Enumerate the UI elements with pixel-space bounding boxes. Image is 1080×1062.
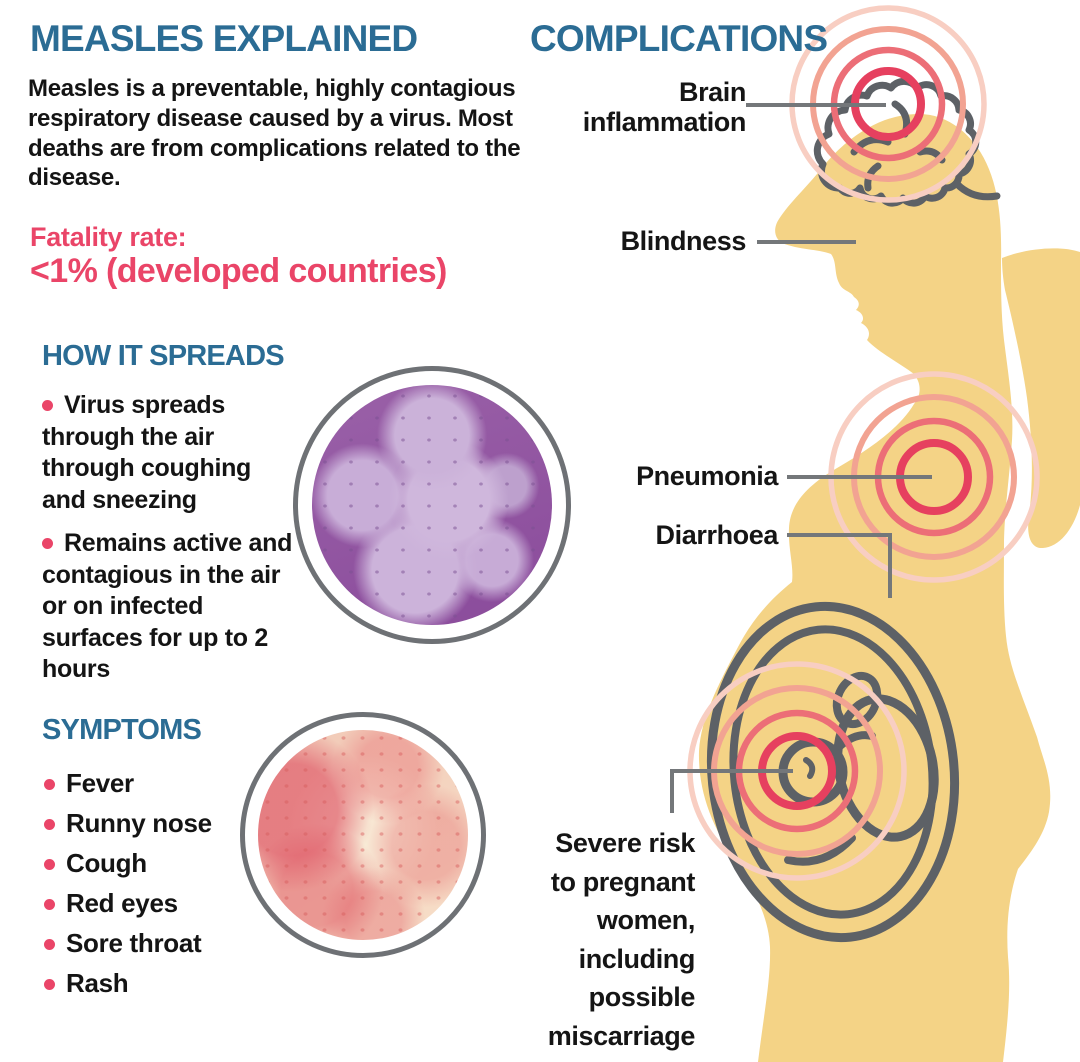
bullet-dot-icon [42, 400, 53, 411]
leader-lines [670, 103, 932, 813]
symptom-item: Cough [44, 850, 212, 876]
bullet-dot-icon [44, 859, 55, 870]
arm-silhouette [1002, 248, 1080, 549]
bullet-dot-icon [44, 899, 55, 910]
label-pneumonia: Pneumonia [636, 461, 778, 491]
bullet-dot-icon [42, 538, 53, 549]
page-title: MEASLES EXPLAINED [30, 18, 418, 59]
symptom-item: Sore throat [44, 930, 212, 956]
bullet-dot-icon [44, 779, 55, 790]
label-diarrhoea: Diarrhoea [655, 520, 779, 550]
fatality-rate-label: Fatality rate: [30, 222, 187, 252]
leader-pregnancy [670, 769, 793, 813]
virus-micrograph-disc [312, 385, 552, 625]
bullet-dot-icon [44, 819, 55, 830]
pregnant-woman-figure [670, 5, 1080, 1062]
complications-heading: COMPLICATIONS [530, 18, 828, 59]
label-blindness: Blindness [620, 226, 747, 256]
rash-photo-image [240, 712, 486, 958]
symptom-item: Rash [44, 970, 212, 996]
how-it-spreads-heading: HOW IT SPREADS [42, 340, 285, 372]
label-brain-inflammation: Brain inflammation [582, 77, 747, 138]
fatality-rate-value: <1% (developed countries) [30, 252, 447, 290]
symptoms-heading: SYMPTOMS [42, 714, 202, 746]
intro-paragraph: Measles is a preventable, highly contagi… [28, 75, 521, 192]
rash-photo-disc [258, 730, 468, 940]
bullet-dot-icon [44, 979, 55, 990]
leader-diarrhoea [787, 533, 892, 598]
spread-bullet: Remains active and contagious in the air… [42, 529, 293, 683]
virus-micrograph-image [293, 366, 571, 644]
bullet-dot-icon [44, 939, 55, 950]
symptom-item: Fever [44, 770, 212, 796]
spread-bullet: Virus spreads through the air through co… [42, 391, 252, 514]
how-it-spreads-list: Virus spreads through the air through co… [42, 390, 294, 698]
symptom-item: Runny nose [44, 810, 212, 836]
body-silhouette [698, 113, 1051, 1062]
label-pregnancy-risk: Severe risk to pregnant women, including… [547, 828, 696, 1052]
symptom-item: Red eyes [44, 890, 212, 916]
symptoms-list: Fever Runny nose Cough Red eyes Sore thr… [44, 770, 212, 1010]
